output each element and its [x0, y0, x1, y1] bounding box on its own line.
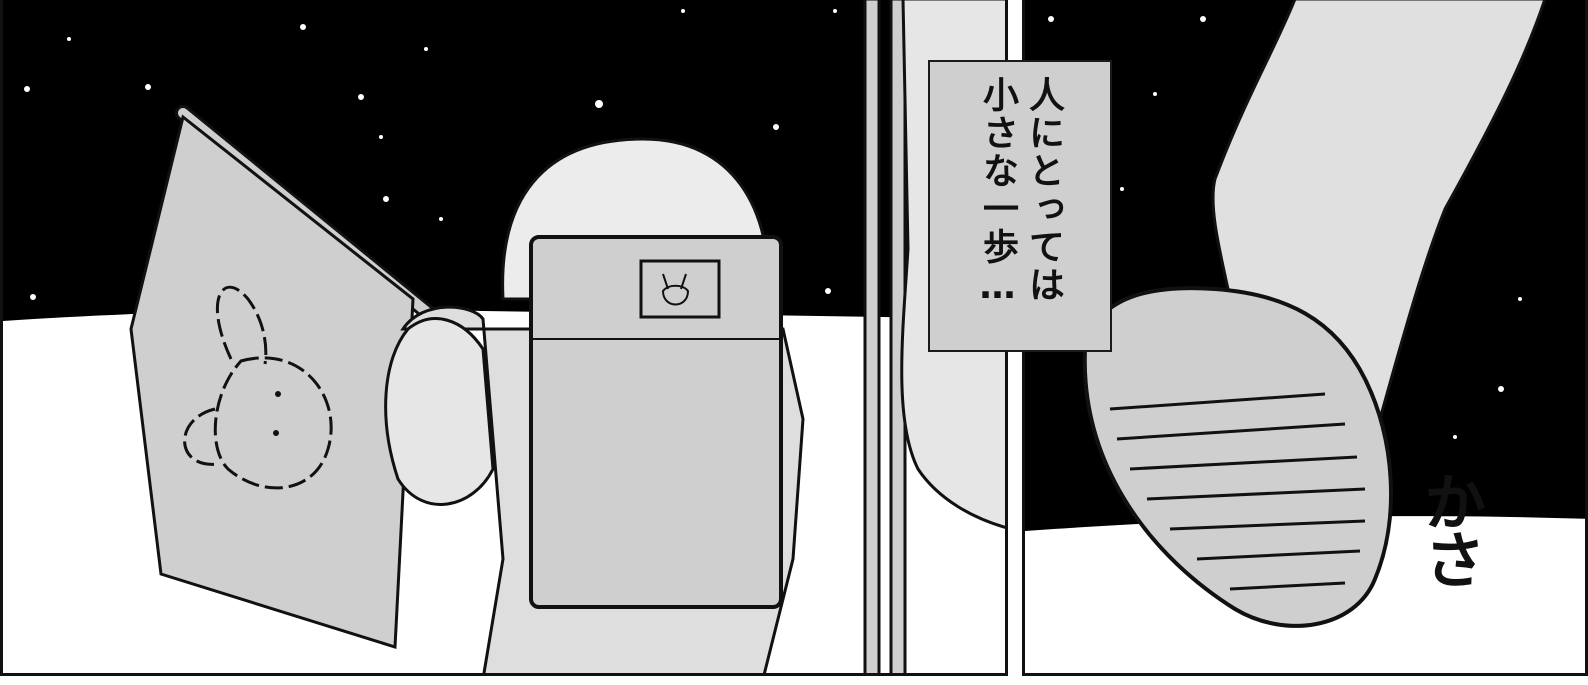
astronaut-arm	[384, 317, 495, 506]
caption-line-1: 人にとっては	[1023, 76, 1064, 304]
rabbit-eyes	[273, 391, 281, 436]
rabbit-face-icon	[183, 285, 333, 490]
stars	[24, 9, 837, 300]
boot	[1082, 286, 1393, 628]
boot-panel-art	[1025, 0, 1585, 673]
stars	[1048, 16, 1522, 439]
flag-panel-art	[3, 0, 1005, 673]
lander-ladder	[863, 0, 907, 673]
sound-effect-text: かさ	[1413, 470, 1486, 586]
narration-caption-box: 人にとっては 小さな一歩…	[928, 60, 1112, 352]
astronaut-backpack	[529, 235, 783, 609]
boot-sole-treads	[1109, 392, 1366, 591]
backpack-patch	[639, 259, 721, 319]
flag-panel	[0, 0, 1008, 676]
flag-cloth	[129, 114, 415, 650]
boot-panel	[1022, 0, 1588, 676]
caption-line-2: 小さな一歩…	[977, 76, 1018, 309]
rabbit-face-icon	[661, 273, 690, 306]
